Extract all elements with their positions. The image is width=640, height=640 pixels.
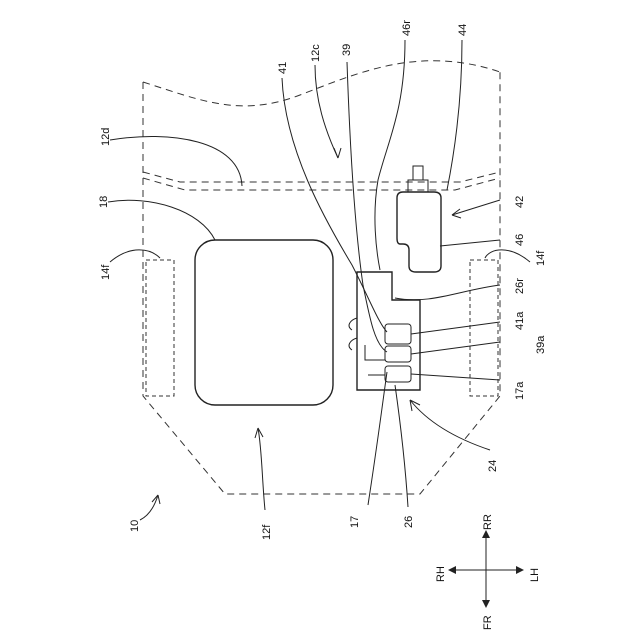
label-14f-right: 14f [535,250,547,266]
cell-17a [385,366,411,382]
label-26r: 26r [514,278,526,294]
break-line [143,61,500,106]
hose-46r [375,40,405,270]
cell-39a [385,346,411,362]
hose-41 [282,78,387,332]
direction-fr: FR [482,615,494,630]
leader-46 [440,240,500,246]
label-14f-left: 14f [100,264,112,280]
label-17: 17 [349,516,361,528]
side-member-left [146,260,174,396]
leader-26r [395,285,500,300]
leader-12c [315,65,338,158]
hose-39 [347,62,387,352]
label-46r: 46r [401,20,413,36]
side-member-right [470,260,498,396]
leader-39a [411,342,500,354]
label-17a: 17a [514,381,526,400]
unit-24-hooks [349,318,385,375]
leader-12f [258,428,265,510]
reservoir-46 [397,192,441,272]
label-24: 24 [487,460,499,472]
label-12c: 12c [310,44,322,62]
leader-41a [411,322,500,334]
leader-42 [452,200,500,215]
label-41: 41 [277,62,289,74]
label-10: 10 [129,520,141,532]
hose-26 [395,385,408,507]
direction-lh: LH [529,568,541,582]
direction-rh: RH [435,566,447,582]
leader-14f-left [110,250,160,262]
leader-24 [410,400,490,450]
label-44: 44 [457,24,469,36]
label-39: 39 [341,44,353,56]
label-39a: 39a [535,335,547,354]
leader-17a [411,374,500,380]
cell-41a [385,324,411,344]
arrow-12c [334,148,341,158]
label-18: 18 [98,196,110,208]
panel-12d-line-upper [143,172,500,182]
cap-44-top [413,166,423,180]
label-46: 46 [514,234,526,246]
leader-12d [110,136,242,186]
hose-17 [368,372,387,505]
label-12f: 12f [261,524,273,540]
leader-18 [108,200,215,240]
label-12d: 12d [100,128,112,146]
label-26: 26 [403,516,415,528]
panel-12d-line-lower [143,178,500,190]
component-18 [195,240,333,405]
direction-rr: RR [482,514,494,530]
label-41a: 41a [514,311,526,330]
label-42: 42 [514,196,526,208]
